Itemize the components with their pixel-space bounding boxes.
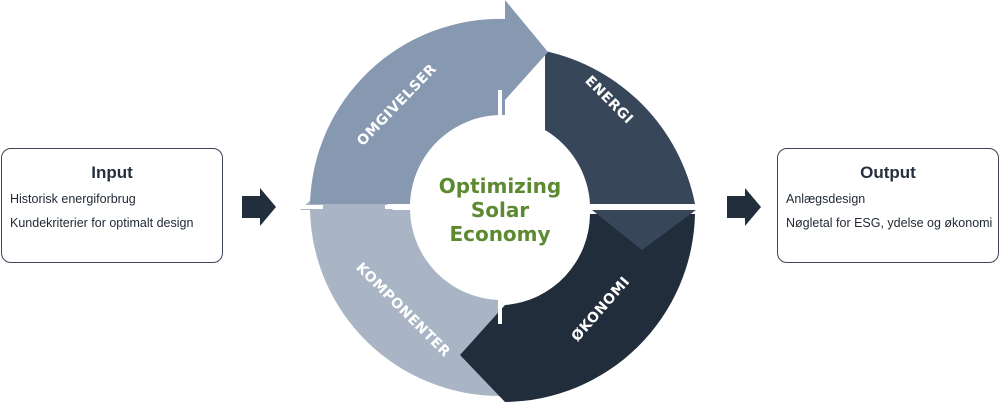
input-box: Input Historisk energiforbrug Kundekrite… (1, 148, 223, 263)
cycle-segment-omgivelser (310, 0, 548, 204)
center-title-line: Economy (449, 222, 550, 246)
center-title-line: Optimizing (439, 174, 561, 198)
output-flow-arrow-icon (727, 188, 761, 226)
input-flow-arrow-icon (242, 188, 276, 226)
cycle-segment-energi (545, 51, 695, 204)
cycle-gaps (297, 90, 702, 324)
cycle-segment-komponenter (300, 165, 500, 396)
output-title: Output (860, 163, 916, 182)
input-item: Kundekriterier for optimalt design (10, 216, 194, 230)
output-item: Nøgletal for ESG, ydelse og økonomi (786, 216, 993, 230)
input-title: Input (91, 163, 133, 182)
output-item: Anlægsdesign (786, 192, 866, 206)
center-title-line: Solar (471, 198, 529, 222)
output-box: Output Anlægsdesign Nøgletal for ESG, yd… (777, 148, 999, 263)
cycle-arrowhead-energi (592, 210, 696, 250)
cycle-segment-okonomi (460, 214, 695, 402)
input-item: Historisk energiforbrug (10, 192, 136, 206)
